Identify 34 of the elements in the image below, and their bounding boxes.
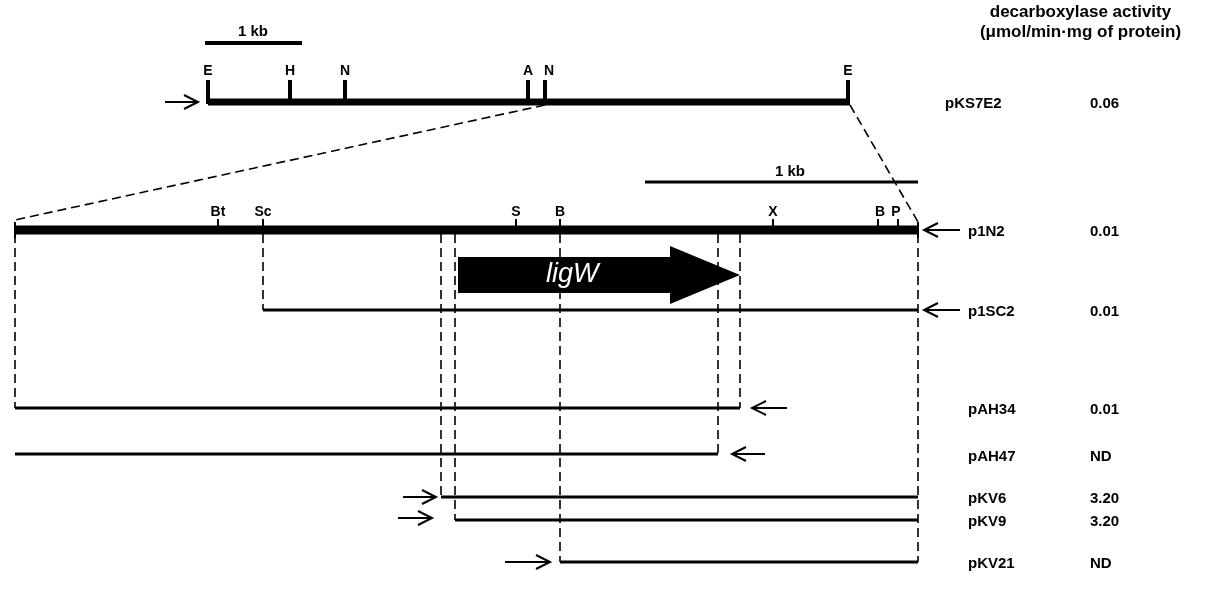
site-label: E	[203, 63, 213, 77]
site-label: X	[768, 204, 778, 218]
construct-name: p1SC2	[968, 302, 1015, 318]
construct-name: pAH47	[968, 447, 1016, 463]
site-label: H	[284, 63, 296, 77]
construct-name: pKV6	[968, 489, 1007, 505]
activity-value: 0.06	[1090, 94, 1120, 110]
site-label: Bt	[210, 204, 226, 218]
gene-arrow	[458, 246, 740, 304]
construct-name: pKV9	[968, 512, 1007, 528]
construct-name: pAH34	[968, 400, 1016, 416]
construct-name: p1N2	[968, 222, 1005, 238]
column-header: decarboxylase activity (μmol/min·mg of protein)	[978, 2, 1183, 42]
activity-value: ND	[1090, 554, 1112, 570]
site-label: P	[891, 204, 901, 218]
site-label: N	[339, 63, 351, 77]
activity-value: ND	[1090, 447, 1112, 463]
site-label: E	[843, 63, 853, 77]
site-label: N	[543, 63, 555, 77]
activity-value: 3.20	[1090, 512, 1120, 528]
activity-value: 0.01	[1090, 222, 1120, 238]
site-label: B	[874, 204, 886, 218]
scale-label: 1 kb	[238, 22, 268, 38]
scale-label: 1 kb	[775, 162, 805, 178]
gene-name: ligW	[546, 260, 599, 287]
site-label: A	[522, 63, 534, 77]
activity-value: 0.01	[1090, 302, 1120, 318]
site-label: Sc	[254, 204, 272, 218]
construct-name: pKV21	[968, 554, 1015, 570]
site-label: B	[554, 204, 566, 218]
activity-value: 0.01	[1090, 400, 1120, 416]
site-label: S	[511, 204, 521, 218]
activity-value: 3.20	[1090, 489, 1120, 505]
construct-name: pKS7E2	[945, 94, 1002, 110]
